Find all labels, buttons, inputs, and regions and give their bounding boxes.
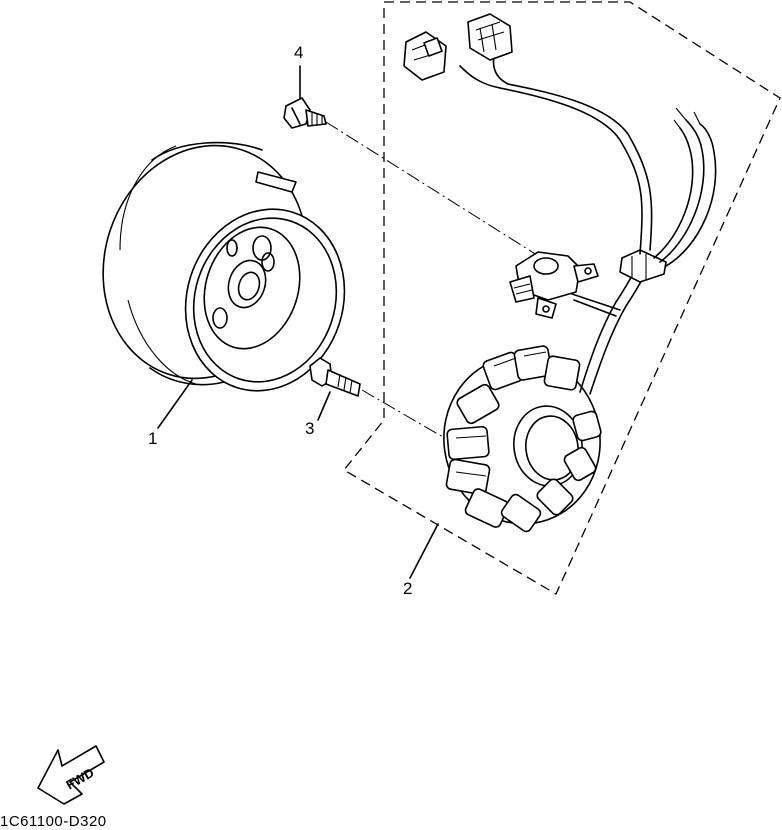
callout-part-3: 3 xyxy=(305,419,314,438)
assembly-boundary xyxy=(343,1,781,595)
callout-part-1: 1 xyxy=(148,429,157,448)
bolt-part-3 xyxy=(309,357,361,397)
bolt-part-4 xyxy=(283,97,327,129)
pickup-coil xyxy=(509,251,621,319)
leader-part-3 xyxy=(317,391,331,421)
leader-part-1 xyxy=(157,379,193,429)
alignment-line-part-4 xyxy=(325,121,549,263)
wiring-harness xyxy=(403,13,717,395)
flywheel-rotor xyxy=(102,141,346,392)
callout-part-4: 4 xyxy=(294,43,303,62)
diagram-code: 1C61100-D320 xyxy=(0,813,107,830)
stator-coil xyxy=(443,345,602,533)
callout-part-2: 2 xyxy=(403,579,412,598)
fwd-arrow-icon: FWD xyxy=(37,745,105,805)
alignment-line-part-3 xyxy=(361,389,449,441)
leader-part-2 xyxy=(409,523,439,579)
